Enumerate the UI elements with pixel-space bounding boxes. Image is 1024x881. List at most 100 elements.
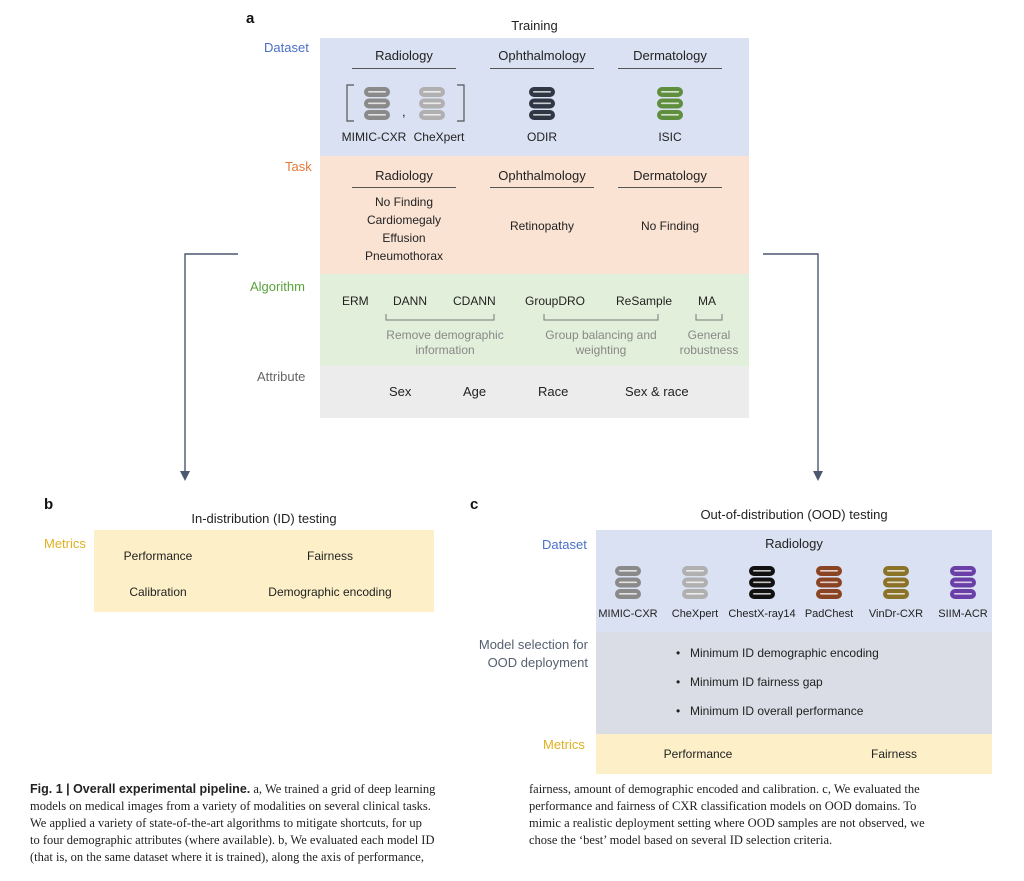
task-cardiomegaly: Cardiomegaly: [366, 213, 442, 227]
bullet-icon: •: [676, 704, 681, 718]
task-pneumothorax: Pneumothorax: [364, 249, 444, 263]
id-metric-fairness: Fairness: [306, 549, 353, 563]
dataset-label: Dataset: [264, 40, 309, 55]
database-disk-highlight: [954, 581, 972, 584]
attribute-race: Race: [538, 384, 569, 399]
ood-mimic-cxr-database-icon: [614, 564, 642, 602]
odir-database-icon: [528, 85, 556, 123]
database-shape: [883, 566, 909, 599]
dataset-group-dermatology-rule: [618, 68, 722, 69]
database-shape: [529, 87, 555, 120]
database-disk-highlight: [368, 102, 386, 105]
database-disk-highlight: [686, 581, 704, 584]
ood-metrics-label: Metrics: [543, 737, 585, 752]
task-group-dermatology-rule: [618, 187, 722, 188]
dataset-group-dermatology: Dermatology: [633, 48, 707, 63]
ood-dataset-group: Radiology: [765, 536, 823, 551]
dataset-group-ophthalmology: Ophthalmology: [498, 48, 586, 63]
bullet-icon: •: [676, 675, 681, 689]
database-disk-highlight: [820, 570, 838, 572]
panel-b-letter: b: [44, 496, 54, 513]
algorithm-cdann: CDANN: [453, 294, 496, 308]
bracket-general-robustness: [695, 314, 723, 321]
bracket-remove-demographic: [385, 314, 495, 321]
database-disk-highlight: [423, 91, 441, 93]
ood-vindr-cxr-database-icon: [882, 564, 910, 602]
criterion-demographic-encoding: •Minimum ID demographic encoding: [676, 646, 879, 660]
id-metric-performance: Performance: [123, 549, 193, 563]
database-disk-highlight: [753, 581, 771, 584]
task-group-dermatology: Dermatology: [633, 168, 707, 183]
model-selection-label: Model selection for OOD deployment: [478, 637, 588, 670]
database-disk-highlight: [619, 581, 637, 584]
database-disk-highlight: [954, 593, 972, 595]
algorithm-group-remove-demographic: Remove demographic information: [386, 328, 504, 357]
database-disk-highlight: [533, 91, 551, 93]
ood-siim-acr-database-icon: [949, 564, 977, 602]
task-no-finding: No Finding: [374, 195, 434, 209]
task-group-radiology: Radiology: [375, 168, 433, 183]
database-disk-highlight: [753, 593, 771, 595]
database-disk-highlight: [954, 570, 972, 572]
task-band: [320, 156, 749, 274]
ood-name-chestx-ray14: ChestX-ray14: [728, 608, 796, 620]
bracket-group-balancing: [543, 314, 659, 321]
model-selection-band: [596, 632, 992, 734]
database-disk-highlight: [423, 102, 441, 105]
attribute-sex: Sex: [389, 384, 412, 399]
algorithm-group-balancing: Group balancing and weighting: [545, 328, 657, 357]
database-disk-highlight: [423, 114, 441, 116]
ood-metric-performance: Performance: [663, 747, 733, 761]
connector-to-id-testing: [180, 253, 238, 481]
bullet-icon: •: [676, 646, 681, 660]
panel-c-title: Out-of-distribution (OOD) testing: [700, 507, 888, 522]
database-disk-highlight: [686, 570, 704, 572]
dataset-separator: ,: [402, 104, 406, 119]
database-shape: [950, 566, 976, 599]
task-effusion: Effusion: [382, 231, 426, 245]
task-group-radiology-rule: [352, 187, 456, 188]
criterion-fairness-gap: •Minimum ID fairness gap: [676, 675, 823, 689]
ood-metrics-band: [596, 734, 992, 774]
database-shape: [615, 566, 641, 599]
database-disk-highlight: [619, 593, 637, 595]
ood-name-padchest: PadChest: [804, 608, 854, 620]
attribute-band: [320, 366, 749, 418]
isic-database-icon: [656, 85, 684, 123]
chexpert-database-icon: [418, 85, 446, 123]
algorithm-group-general: General robustness: [679, 328, 739, 357]
ood-metric-fairness: Fairness: [870, 747, 917, 761]
database-disk-highlight: [368, 91, 386, 93]
left-bracket-icon: [346, 84, 354, 122]
id-metrics-band: [94, 530, 434, 612]
database-disk-highlight: [533, 102, 551, 105]
dataset-group-ophthalmology-rule: [490, 68, 594, 69]
criterion-overall-performance: •Minimum ID overall performance: [676, 704, 864, 718]
task-group-ophthalmology: Ophthalmology: [498, 168, 586, 183]
database-shape: [364, 87, 390, 120]
algorithm-groupdro: GroupDRO: [525, 294, 586, 308]
caption-heading: Fig. 1 | Overall experimental pipeline.: [30, 782, 251, 796]
attribute-label: Attribute: [257, 369, 306, 384]
id-metrics-label: Metrics: [44, 536, 86, 551]
attribute-sex-race: Sex & race: [625, 384, 689, 399]
database-disk-highlight: [686, 593, 704, 595]
ood-dataset-band: [596, 530, 992, 632]
database-disk-highlight: [753, 570, 771, 572]
database-shape: [682, 566, 708, 599]
database-disk-highlight: [820, 593, 838, 595]
task-retinopathy: Retinopathy: [509, 219, 575, 233]
connector-to-ood-testing: [763, 253, 823, 481]
database-disk-highlight: [887, 581, 905, 584]
task-group-ophthalmology-rule: [490, 187, 594, 188]
panel-a-title: Training: [511, 18, 558, 33]
database-disk-highlight: [368, 114, 386, 116]
database-shape: [816, 566, 842, 599]
id-metric-demographic-encoding: Demographic encoding: [268, 585, 392, 599]
caption-right: fairness, amount of demographic encoded …: [529, 782, 925, 847]
algorithm-resample: ReSample: [616, 294, 673, 308]
task-label: Task: [285, 159, 312, 174]
ood-dataset-label: Dataset: [542, 537, 587, 552]
dataset-name-mimic-cxr: MIMIC-CXR: [341, 130, 407, 144]
dataset-group-radiology-rule: [352, 68, 456, 69]
